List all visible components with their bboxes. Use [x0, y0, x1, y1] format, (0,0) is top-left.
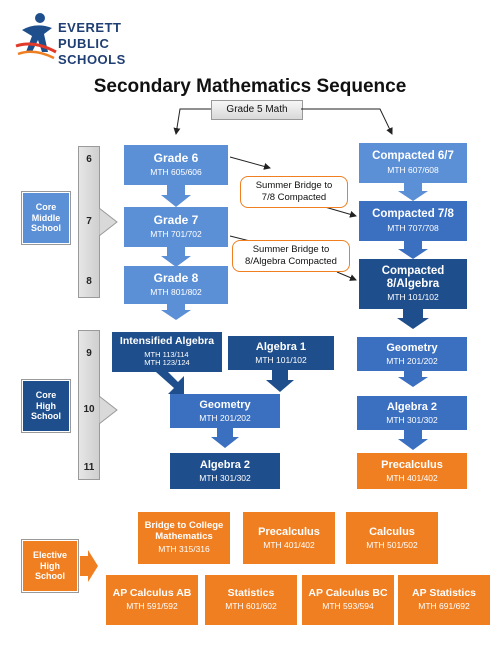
geometry-right-box: Geometry MTH 201/202 — [357, 337, 467, 371]
arrow-down-icon — [398, 430, 428, 450]
intensified-algebra-box: Intensified Algebra MTH 113/114 MTH 123/… — [112, 332, 222, 372]
algebra1-box: Algebra 1 MTH 101/102 — [228, 336, 334, 370]
logo: EVERETT PUBLIC SCHOOLS — [14, 12, 154, 68]
logo-figure-icon — [15, 13, 57, 60]
grade8-box: Grade 8 MTH 801/802 — [124, 266, 228, 304]
elective-statistics-box: Statistics MTH 601/602 — [205, 575, 297, 625]
arrow-down-icon — [398, 241, 428, 259]
elective-ap-calc-ab-box: AP Calculus AB MTH 591/592 — [106, 575, 198, 625]
algebra2-mid-box: Algebra 2 MTH 301/302 — [170, 453, 280, 489]
logo-text-line2: PUBLIC — [58, 36, 110, 51]
core-middle-label: Core Middle School — [21, 191, 71, 245]
elective-precalc-box: Precalculus MTH 401/402 — [243, 512, 335, 564]
grade-11-label: 11 — [83, 462, 95, 473]
arrow-down-icon — [397, 309, 429, 329]
arrow-down-icon — [161, 304, 191, 320]
page-title: Secondary Mathematics Sequence — [93, 76, 407, 97]
arrow-down-icon — [398, 183, 428, 201]
arrow-down-icon — [161, 185, 191, 207]
grade6-box: Grade 6 MTH 605/606 — [124, 145, 228, 185]
grade-9-label: 9 — [86, 348, 92, 359]
elective-ap-calc-bc-box: AP Calculus BC MTH 593/594 — [302, 575, 394, 625]
grade7-box: Grade 7 MTH 701/702 — [124, 207, 228, 247]
compacted67-box: Compacted 6/7 MTH 607/608 — [359, 143, 467, 183]
arrow-down-icon — [211, 428, 239, 448]
arrow-down-icon — [266, 370, 294, 392]
grade-6-label: 6 — [86, 154, 92, 165]
elective-arrow-icon — [80, 550, 98, 582]
arrow-down-icon — [398, 371, 428, 387]
summer-bridge-8alg: Summer Bridge to 8/Algebra Compacted — [232, 240, 350, 272]
grade5-box: Grade 5 Math — [211, 100, 303, 120]
grade-8-label: 8 — [86, 276, 92, 287]
grade-7-label: 7 — [86, 216, 92, 227]
compacted8alg-box: Compacted 8/Algebra MTH 101/102 — [359, 259, 467, 309]
elective-high-label: Elective High School — [21, 539, 79, 593]
elective-calculus-box: Calculus MTH 501/502 — [346, 512, 438, 564]
high-bar-arrow-icon — [99, 396, 118, 424]
compacted78-box: Compacted 7/8 MTH 707/708 — [359, 201, 467, 241]
logo-text-line3: SCHOOLS — [58, 52, 126, 67]
precalc-right-box: Precalculus MTH 401/402 — [357, 453, 467, 489]
core-high-label: Core High School — [21, 379, 71, 433]
summer-bridge-78: Summer Bridge to 7/8 Compacted — [240, 176, 348, 208]
elective-bridge-college-box: Bridge to College Mathematics MTH 315/31… — [138, 512, 230, 564]
algebra2-right-box: Algebra 2 MTH 301/302 — [357, 396, 467, 430]
grade-10-label: 10 — [83, 404, 95, 415]
geometry-mid-box: Geometry MTH 201/202 — [170, 394, 280, 428]
middle-bar-arrow-icon — [99, 208, 118, 236]
arrow-down-icon — [161, 247, 191, 267]
logo-text-line1: EVERETT — [58, 20, 122, 35]
elective-ap-statistics-box: AP Statistics MTH 691/692 — [398, 575, 490, 625]
arrow-diag-icon — [156, 372, 184, 394]
